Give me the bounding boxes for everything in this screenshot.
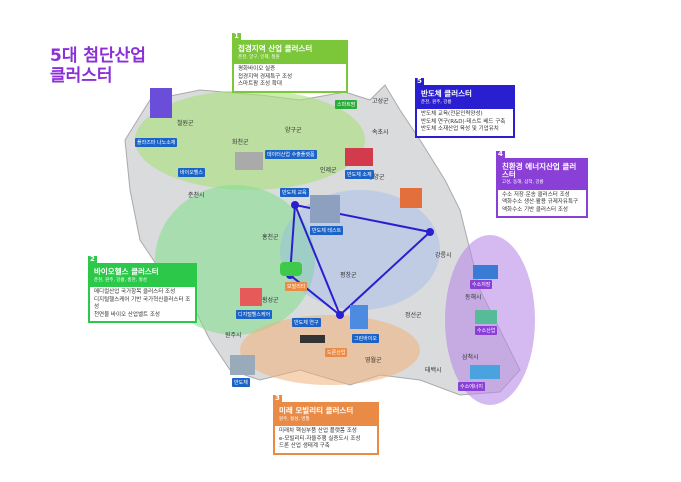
cluster-number: 5 bbox=[415, 77, 424, 86]
cluster-item: 천연물 바이오 산업벨트 조성 bbox=[94, 311, 160, 318]
cluster-item: 평화바이오 실증 bbox=[238, 66, 276, 72]
cluster-number: 2 bbox=[88, 255, 97, 264]
cluster-areas: 고성, 동해, 삼척, 강릉 bbox=[502, 180, 544, 185]
cluster-title: 미래 모빌리티 클러스터 bbox=[279, 406, 354, 415]
region-label: 춘천시 bbox=[188, 192, 205, 199]
cluster-title: 친환경 에너지산업 클러스터 bbox=[502, 162, 577, 179]
cluster-title: 반도체 클러스터 bbox=[421, 89, 472, 98]
facility-tag: 데이터산업 수출플랫폼 bbox=[265, 150, 317, 159]
cluster-areas: 원주, 횡성, 영월 bbox=[279, 416, 310, 422]
region-label: 원주시 bbox=[225, 332, 242, 339]
region-label: 양구군 bbox=[285, 127, 302, 134]
facility-tag: 모빌리티 bbox=[285, 282, 308, 291]
facility-tag: 수소저장 bbox=[470, 280, 493, 289]
cluster-item: 메디컬산업 국가항목 클러스터 조성 bbox=[94, 289, 176, 295]
page-title: 5대 첨단산업 클러스터 bbox=[50, 46, 146, 86]
region-label: 태백시 bbox=[425, 367, 442, 374]
cluster-item: 반도체 연구(R&D)·테스트 베드 구축 bbox=[421, 118, 506, 125]
region-label: 영월군 bbox=[365, 357, 382, 364]
cluster-areas: 춘천, 원주, 강릉, 홍천, 횡성 bbox=[94, 277, 147, 283]
region-label: 홍천군 bbox=[262, 234, 279, 241]
facility-tag: 그린바이오 bbox=[352, 334, 380, 343]
facility-tag: 반도체 테스트 bbox=[310, 226, 344, 235]
cluster-number: 4 bbox=[496, 150, 505, 159]
region-label: 고성군 bbox=[372, 98, 389, 105]
cluster-item: 디지털헬스케어 기반 국가혁신클러스터 조성 bbox=[94, 296, 191, 311]
facility-tag: 스마트팜 bbox=[335, 100, 358, 109]
region-label: 속초시 bbox=[372, 129, 389, 136]
cluster-areas: 춘천, 원주, 강릉 bbox=[421, 99, 452, 105]
cluster-item: 액화수소 기반 클러스터 조성 bbox=[502, 206, 568, 213]
region-label: 철원군 bbox=[177, 120, 194, 127]
facility-tag: 수소산업 bbox=[475, 326, 498, 335]
region-label: 양양군 bbox=[368, 174, 385, 181]
cluster-title: 접경지역 산업 클러스터 bbox=[238, 44, 313, 53]
cluster-number: 3 bbox=[273, 394, 282, 403]
facility-tag: 반도체 연구 bbox=[292, 318, 321, 327]
region-label: 삼척시 bbox=[462, 354, 479, 361]
cluster1-zone bbox=[135, 90, 365, 190]
facility-tag: 플라즈마 나노소재 bbox=[135, 138, 178, 147]
cluster-item: e-모빌리티·자율주행 실증도시 조성 bbox=[279, 435, 361, 442]
region-label: 강릉시 bbox=[435, 252, 452, 259]
region-label: 평창군 bbox=[340, 272, 357, 279]
cluster-item: 미래차 핵심부품 산업 플랫폼 조성 bbox=[279, 428, 357, 434]
facility-tag: 드론산업 bbox=[325, 348, 348, 357]
facility-tag: 바이오헬스 bbox=[178, 168, 206, 177]
region-label: 횡성군 bbox=[262, 297, 279, 304]
region-label: 화천군 bbox=[232, 139, 249, 146]
facility-tag: 반도체 bbox=[232, 378, 250, 387]
cluster-number: 1 bbox=[232, 32, 241, 41]
cluster-item: 스마트팜 조성 확대 bbox=[238, 81, 282, 87]
facility-tag: 수소에너지 bbox=[458, 382, 486, 391]
cluster-item: 액화수소 생산·활용 규제자유특구 bbox=[502, 199, 579, 205]
facility-tag: 디지털헬스케어 bbox=[236, 310, 273, 319]
cluster-item: 접경지역 경제특구 조성 bbox=[238, 73, 293, 80]
facility-tag: 반도체 소재 bbox=[345, 170, 374, 179]
region-label: 인제군 bbox=[320, 167, 337, 174]
cluster-item: 수소 저장·운송 클러스터 조성 bbox=[502, 191, 570, 198]
cluster-item: 반도체 교육(전문인력양성) bbox=[421, 111, 483, 117]
region-label: 정선군 bbox=[405, 312, 422, 319]
cluster-item: 반도체 소재산업 육성 및 기업유치 bbox=[421, 126, 499, 132]
cluster-areas: 춘천, 양구, 인제, 철원 bbox=[238, 54, 280, 60]
cluster-title: 바이오헬스 클러스터 bbox=[94, 267, 159, 276]
cluster-item: 드론 산업 생태계 구축 bbox=[279, 443, 330, 449]
region-label: 동해시 bbox=[465, 294, 482, 301]
facility-tag: 반도체 교육 bbox=[280, 188, 309, 197]
